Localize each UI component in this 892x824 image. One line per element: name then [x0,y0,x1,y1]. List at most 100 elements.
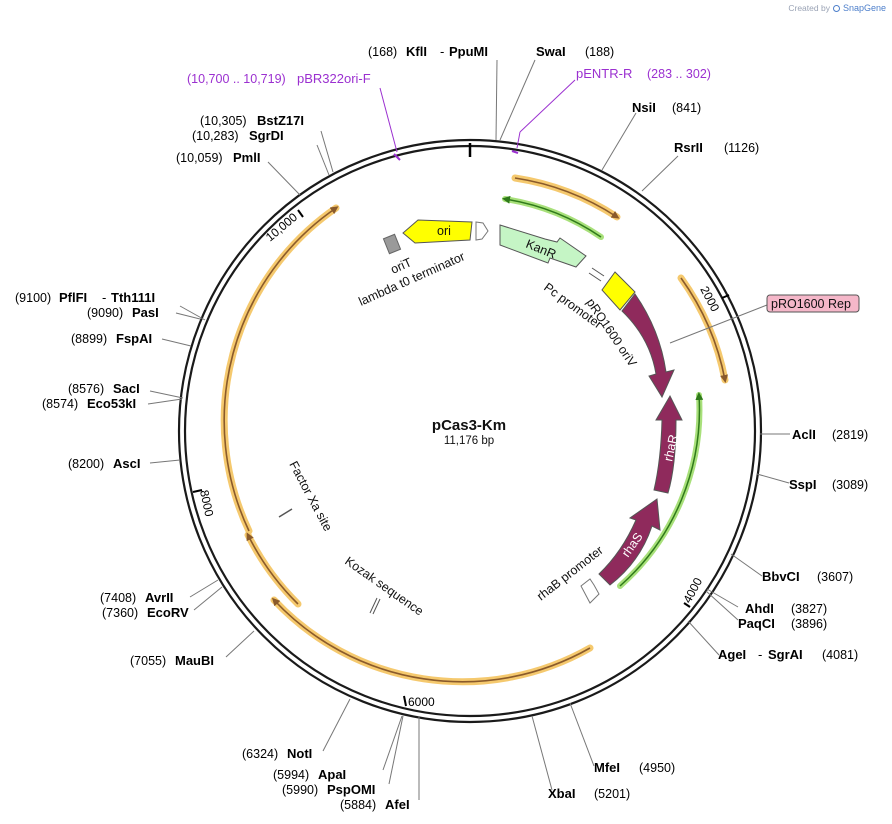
site-ecorv-name: EcoRV [147,605,189,620]
site-maubi[interactable]: (7055) MauBI [130,653,214,668]
primer-pbr322-pos: (10,700 .. 10,719) [187,72,286,86]
orf-bottom-large [270,596,594,686]
site-pasi-pos: (9090) [87,306,123,320]
feature-lambda-terminator-arrow[interactable] [475,221,489,241]
feature-rep-label: pRO1600 Rep [771,297,851,311]
site-fspai[interactable]: (8899) FspAI [71,331,152,346]
site-sgrdi-name: SgrDI [249,128,284,143]
site-apai[interactable]: (5994) ApaI [273,767,346,782]
site-ecorv[interactable]: (7360) EcoRV [102,605,189,620]
site-sgrai-name: SgrAI [768,647,803,662]
site-rsrii-name: RsrII [674,140,703,155]
green-right [617,392,704,589]
site-paqci[interactable]: PaqCI (3896) [738,616,827,631]
site-saci[interactable]: (8576) SacI [68,381,140,396]
orf-arrows [220,174,729,686]
site-saci-name: SacI [113,381,140,396]
plasmid-length: 11,176 bp [444,435,494,447]
site-mfei[interactable]: MfeI (4950) [594,760,675,775]
site-sgrdi[interactable]: (10,283) SgrDI [192,128,284,143]
site-apai-pos: (5994) [273,768,309,782]
site-nsii[interactable]: NsiI (841) [632,100,701,115]
site-pflfi-name: PflFI [59,290,87,305]
site-nsii-pos: (841) [672,101,701,115]
feature-ori[interactable]: ori [402,219,473,244]
orf-left-lower [244,531,302,608]
site-swai[interactable]: SwaI (188) [536,44,614,59]
site-pflfi-pos: (9100) [15,291,51,305]
site-fspai-name: FspAI [116,331,152,346]
site-rsrii-pos: (1126) [724,141,759,155]
feature-orit[interactable] [382,233,402,255]
site-asci[interactable]: (8200) AscI [68,456,140,471]
feature-rhas[interactable]: rhaS [598,498,661,586]
site-sspi[interactable]: SspI (3089) [789,477,868,492]
site-bstz17i-name: BstZ17I [257,113,304,128]
site-asci-pos: (8200) [68,457,104,471]
primer-pbr322[interactable] [379,87,401,161]
site-rsrii[interactable]: RsrII (1126) [674,140,759,155]
feature-pro1600-rep[interactable]: pRO1600 Rep [669,294,860,344]
site-kfli-pos: (168) [368,45,397,59]
site-bbvci[interactable]: BbvCI (3607) [762,569,853,584]
feature-lambda-label: lambda t0 terminator [357,249,467,308]
site-afei[interactable]: (5884) AfeI [340,797,410,812]
feature-pro1600-oriv[interactable]: pRO1600 oriV [584,271,675,399]
site-tth111i-name: Tth111I [111,290,155,305]
green-top [502,195,604,240]
feature-kozak-mark [369,597,381,615]
site-noti-pos: (6324) [242,747,278,761]
site-ahdi[interactable]: AhdI (3827) [745,601,827,616]
primer-pentr-label[interactable]: pENTR-R (283 .. 302) [576,66,711,81]
tick-8000: 8000 [197,489,216,518]
site-ppumi-name: PpuMI [449,44,488,59]
primer-pentr-name: pENTR-R [576,66,632,81]
site-bbvci-name: BbvCI [762,569,800,584]
site-pspomi-pos: (5990) [282,783,318,797]
site-acli[interactable]: AclI (2819) [792,427,868,442]
snapgene-credit: Created by SnapGene [788,3,886,13]
site-agei-name: AgeI [718,647,746,662]
site-apai-name: ApaI [318,767,346,782]
feature-rhab-promoter-arrow[interactable] [580,578,600,604]
feature-factorxa-label: Factor Xa site [286,459,335,534]
site-afei-name: AfeI [385,797,410,812]
feature-factorxa-mark [278,508,293,518]
site-xbai-pos: (5201) [594,787,630,801]
site-bbvci-pos: (3607) [817,570,853,584]
site-pasi[interactable]: (9090) PasI [87,305,159,320]
site-eco53ki-pos: (8574) [42,397,78,411]
primer-pentr-pos: (283 .. 302) [647,67,711,81]
site-fspai-pos: (8899) [71,332,107,346]
site-pflfi-tth111i[interactable]: (9100) PflFI - Tth111I [15,290,155,305]
site-noti[interactable]: (6324) NotI [242,746,312,761]
feature-kanr[interactable]: KanR [499,224,587,268]
site-agei-pos: (4081) [822,648,858,662]
feature-rhar[interactable]: rhaR [653,394,683,494]
site-kfli-ppumi[interactable]: (168) KflI - PpuMI [368,44,488,59]
site-acli-pos: (2819) [832,428,868,442]
site-bstz17i[interactable]: (10,305) BstZ17I [200,113,304,128]
orf-top-right [511,174,621,221]
site-pspomi[interactable]: (5990) PspOMI [282,782,375,797]
primer-pentr[interactable] [511,79,576,154]
site-agei-sgrai[interactable]: AgeI - SgrAI (4081) [718,647,858,662]
site-xbai[interactable]: XbaI (5201) [548,786,630,801]
site-mfei-name: MfeI [594,760,620,775]
feature-kozak-label: Kozak sequence [342,554,426,619]
site-bstz17i-pos: (10,305) [200,114,247,128]
plasmid-name: pCas3-Km [432,417,506,434]
site-eco53ki[interactable]: (8574) Eco53kI [42,396,136,411]
site-kfli-sep: - [440,44,444,59]
site-agei-sep: - [758,647,762,662]
site-avrii[interactable]: (7408) AvrII [100,590,173,605]
site-paqci-name: PaqCI [738,616,775,631]
site-saci-pos: (8576) [68,382,104,396]
site-avrii-pos: (7408) [100,591,136,605]
site-avrii-name: AvrII [145,590,173,605]
site-afei-pos: (5884) [340,798,376,812]
site-ahdi-name: AhdI [745,601,774,616]
feature-pc-promoter-mark [588,267,605,282]
primer-pbr322-label[interactable]: (10,700 .. 10,719) pBR322ori-F [187,71,371,86]
site-pmli[interactable]: (10,059) PmlI [176,150,260,165]
